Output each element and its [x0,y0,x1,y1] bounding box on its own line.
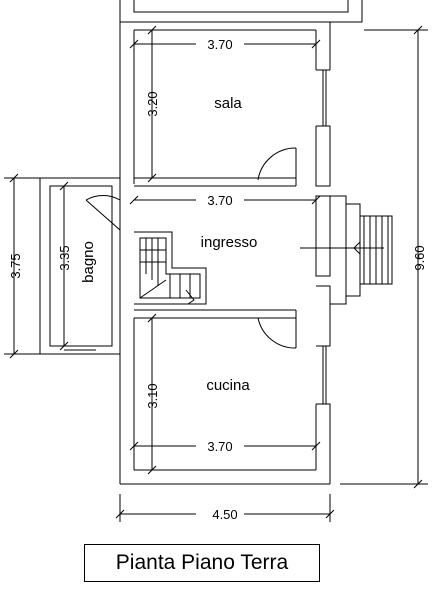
interior-stairs [134,231,207,305]
dim-sala-height-label: 3.20 [145,91,160,116]
dim-cucina-height-label: 3.10 [145,383,160,408]
dim-bagno-height-label: 3.35 [57,245,72,270]
plan-title: Pianta Piano Terra [115,551,289,574]
dim-bottom-total-label: 4.50 [212,507,237,522]
dim-cucina-height [147,313,157,475]
room-label-cucina: cucina [206,377,250,394]
dim-bagno-height [59,181,69,351]
dim-right-total [340,25,428,489]
bagno-room [39,177,121,355]
room-label-ingresso: ingresso [201,234,258,251]
dim-ingresso-width-label: 3.70 [207,193,232,208]
dim-left-total [4,173,40,359]
cucina-door [257,310,297,349]
plan-title-box: Pianta Piano Terra [84,544,320,582]
entrance-steps [300,195,393,305]
upper-room-fragment [119,0,363,23]
room-label-sala: sala [214,95,242,112]
dim-left-total-label: 3.75 [8,253,23,278]
dim-ingresso-width [129,195,321,205]
sala-door [257,147,297,186]
room-label-bagno: bagno [80,241,97,283]
dim-bottom-total [115,494,335,522]
dim-right-total-label: 9.60 [412,245,427,270]
dim-cucina-width [129,441,321,451]
dim-sala-width-label: 3.70 [207,37,232,52]
dim-sala-height [147,25,157,183]
dim-cucina-width-label: 3.70 [207,439,232,454]
dim-sala-width [129,39,321,49]
